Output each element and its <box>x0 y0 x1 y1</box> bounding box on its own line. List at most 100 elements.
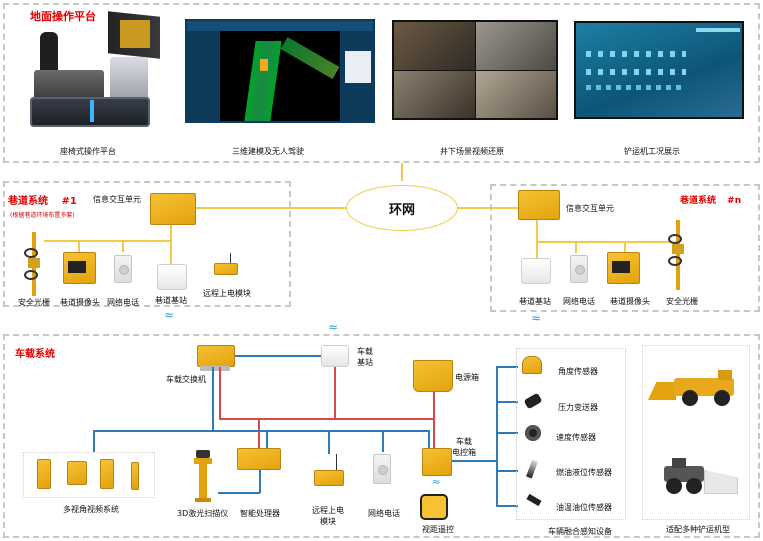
sensor-label-2: 压力变送器 <box>558 403 598 412</box>
net-line-control-to-sensors <box>450 460 497 462</box>
video-camera-2-icon <box>67 461 87 485</box>
tunnel-system-1-title: 巷道系统 #1 <box>8 192 77 207</box>
ring-network-label: 环网 <box>388 202 415 218</box>
ring-network-node: 环网 <box>346 185 458 231</box>
vehicle-base-station-label: 车载 基站 <box>357 346 373 368</box>
tunnel-system-1-number: #1 <box>61 196 77 207</box>
smart-processor-icon <box>237 448 281 470</box>
power-line-switch-drop <box>219 367 221 419</box>
tunnel-n-device-label-4: 安全光栅 <box>666 297 698 306</box>
power-line-processor-drop <box>258 418 260 448</box>
vehicle-system-title: 车载系统 <box>15 349 55 360</box>
net-line-phone-drop <box>382 430 384 452</box>
ground-platform-title: 地面操作平台 <box>30 10 96 23</box>
sensor-branch-5 <box>496 505 518 507</box>
tunnel-1-hub-label: 信息交互单元 <box>93 195 141 204</box>
vehicle-control-box-label: 车载 电控箱 <box>452 436 476 458</box>
vehicle-switch-label: 车载交换机 <box>166 375 206 384</box>
loader-status-dashboard-image <box>574 21 744 119</box>
net-line-processor-drop <box>266 430 268 448</box>
vehicle-power-box-label: 电源箱 <box>455 373 479 382</box>
tunnel-system-n-panel <box>490 184 760 312</box>
vehicle-system-panel <box>3 334 760 538</box>
tunnel-n-bus <box>536 241 672 243</box>
sensor-label-4: 燃油液位传感器 <box>556 468 612 477</box>
tunnel-system-1-panel <box>3 181 291 307</box>
switch-to-station-link <box>235 355 321 357</box>
ring-to-tunnel-n-link <box>457 207 519 209</box>
tunnel-1-network-phone-icon <box>114 255 132 283</box>
tunnel-1-drop-station <box>170 240 172 264</box>
video-camera-4-icon <box>131 462 139 490</box>
vehicle-power-box-icon <box>413 360 453 392</box>
vehicle-base-station-label-line2: 基站 <box>357 358 373 367</box>
net-line-scanner-to-processor <box>218 492 260 494</box>
tunnel-1-device-label-1: 安全光栅 <box>18 298 50 307</box>
tunnel-n-hub-label: 信息交互单元 <box>566 204 614 213</box>
tunnel-system-n-name: 巷道系统 <box>680 196 717 206</box>
tunnel-1-remote-power-module-icon <box>210 253 240 277</box>
ring-to-tunnel1-link <box>196 207 346 209</box>
tunnel-n-wifi-icon: ≈ <box>531 311 542 325</box>
ground-item-label-2: 三维建模及无人驾驶 <box>232 147 304 156</box>
ground-item-label-3: 井下场景视频还原 <box>440 147 504 156</box>
ring-to-ground-link <box>401 163 403 181</box>
tunnel-system-n-title: 巷道系统 #n <box>680 193 741 206</box>
tunnel-n-drop-camera <box>624 241 626 253</box>
tunnel-n-camera-icon <box>607 252 640 284</box>
tunnel-n-device-label-2: 网络电话 <box>563 297 595 306</box>
vehicle-network-phone-label: 网络电话 <box>368 509 400 518</box>
vehicle-remote-power-label-line2: 模块 <box>320 517 336 526</box>
tunnel-n-hub-drop <box>536 220 538 242</box>
net-line-switch-drop <box>212 367 214 431</box>
angle-sensor-icon <box>522 356 542 374</box>
laser-scanner-icon <box>193 450 213 502</box>
underground-video-wall-image <box>392 20 558 120</box>
tunnel-1-safety-grating-icon <box>24 232 44 296</box>
ground-item-label-1: 座椅式操作平台 <box>60 147 116 156</box>
multi-view-video-group <box>23 452 155 498</box>
tunnel-1-device-label-3: 网络电话 <box>107 298 139 307</box>
vehicle-switch-icon <box>197 345 235 371</box>
power-line-box-drop <box>433 392 435 448</box>
vehicle-remote-power-module-icon <box>310 454 346 488</box>
tunnel-n-device-label-1: 巷道基站 <box>519 297 551 306</box>
vehicle-network-phone-icon <box>373 454 391 484</box>
tunnel-n-device-label-3: 巷道摄像头 <box>610 297 650 306</box>
tunnel-1-base-station-icon <box>157 264 187 290</box>
white-loader-image <box>664 458 740 498</box>
video-system-label: 多视角视频系统 <box>63 505 119 514</box>
3d-modeling-screen-image <box>185 19 375 123</box>
remote-control-label: 视距遥控 <box>422 525 454 534</box>
sensor-branch-4 <box>496 470 518 472</box>
tunnel-system-1-note: (根据巷道环境布置多套) <box>10 212 75 219</box>
tunnel-1-device-label-5: 远程上电模块 <box>203 289 251 298</box>
ground-item-label-4: 铲运机工况展示 <box>624 147 680 156</box>
tunnel-1-device-label-4: 巷道基站 <box>155 296 187 305</box>
tunnel-1-device-label-2: 巷道摄像头 <box>60 298 100 307</box>
tunnel-n-drop-phone <box>575 241 577 253</box>
tunnel-n-network-phone-icon <box>570 255 588 283</box>
sensor-label-5: 油温油位传感器 <box>556 503 612 512</box>
sensor-branch-3 <box>496 432 518 434</box>
net-line-control-drop <box>428 430 430 448</box>
yellow-loader-image <box>648 368 740 406</box>
vehicle-control-box-label-line2: 电控箱 <box>452 448 476 457</box>
vehicle-base-station-icon <box>321 345 349 367</box>
tunnel-1-drop-phone <box>122 240 124 252</box>
remote-control-icon <box>420 494 448 520</box>
video-camera-3-icon <box>100 459 114 489</box>
loader-models-group <box>642 345 750 520</box>
sensor-group-label: 车辆融合感知设备 <box>548 527 612 536</box>
tunnel-n-interaction-unit-icon <box>518 190 560 220</box>
tunnel-system-1-name: 巷道系统 <box>8 196 48 207</box>
vehicle-control-box-icon <box>422 448 452 476</box>
sensor-branch-2 <box>496 401 518 403</box>
tunnel-n-drop-station <box>536 241 538 263</box>
tunnel-n-safety-grating-icon <box>668 220 688 290</box>
speed-sensor-icon <box>525 425 541 441</box>
power-line-main <box>219 418 434 420</box>
tunnel-1-bus <box>44 240 172 242</box>
sensor-bus <box>496 366 498 506</box>
net-line-module-drop <box>328 430 330 454</box>
